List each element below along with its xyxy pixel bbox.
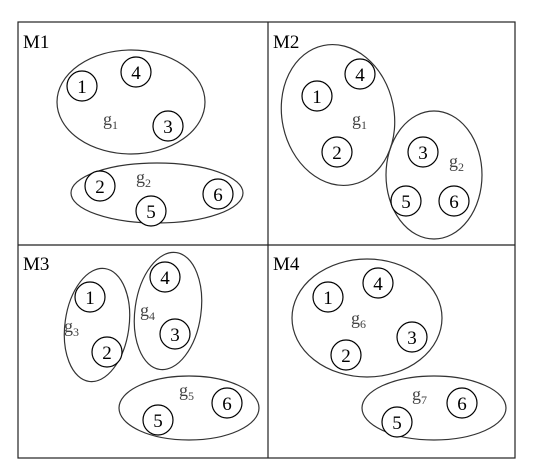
panel-label: M3: [23, 254, 49, 275]
node: 4: [362, 267, 394, 299]
svg-text:3: 3: [418, 143, 428, 164]
node: 3: [396, 321, 428, 353]
node: 5: [390, 185, 422, 217]
svg-text:1: 1: [77, 77, 87, 98]
node: 2: [330, 339, 362, 371]
svg-text:1: 1: [85, 288, 95, 309]
node: 3: [407, 136, 439, 168]
group-ellipse: [280, 43, 396, 187]
group-label: g5: [179, 380, 194, 403]
grid-frame: [17, 21, 516, 459]
panel-m4: M4 g6 g7 4 1 3 2 6 5: [273, 254, 507, 441]
node: 6: [438, 185, 470, 217]
group-label: g1: [103, 109, 118, 132]
group-label: g2: [449, 151, 464, 174]
svg-text:5: 5: [392, 413, 402, 434]
node: 6: [446, 387, 478, 419]
node: 1: [66, 70, 98, 102]
svg-text:2: 2: [341, 346, 351, 367]
group-label: g1: [352, 109, 367, 132]
node: 1: [312, 281, 344, 313]
svg-text:4: 4: [131, 63, 141, 84]
group-label: g4: [140, 300, 155, 323]
group-label: g3: [64, 316, 79, 339]
node: 6: [211, 387, 243, 419]
group-label: g6: [351, 308, 366, 331]
node: 5: [142, 404, 174, 436]
svg-text:1: 1: [323, 288, 333, 309]
svg-text:5: 5: [146, 202, 156, 223]
group-label: g2: [136, 167, 151, 190]
node: 2: [84, 170, 116, 202]
node: 2: [321, 136, 353, 168]
svg-text:6: 6: [449, 192, 459, 213]
node: 5: [135, 195, 167, 227]
node: 1: [301, 80, 333, 112]
node: 4: [344, 58, 376, 90]
group-label: g7: [412, 384, 427, 407]
svg-text:1: 1: [312, 87, 322, 108]
panel-m3: M3 g3 g4 g5 1 2 4 3 6 5: [23, 251, 260, 441]
node: 5: [381, 406, 413, 438]
svg-text:6: 6: [213, 185, 223, 206]
group-ellipse: [385, 110, 483, 240]
panel-m2: M2 g1 g2 4 1 2 3 5 6: [273, 32, 483, 240]
svg-text:4: 4: [355, 65, 365, 86]
node: 4: [149, 261, 181, 293]
node: 1: [74, 281, 106, 313]
node: 3: [152, 110, 184, 142]
svg-text:2: 2: [102, 343, 112, 364]
node: 2: [91, 336, 123, 368]
group-ellipse: [56, 49, 206, 155]
node: 6: [202, 178, 234, 210]
svg-text:3: 3: [407, 328, 417, 349]
group-ellipse: [118, 375, 260, 441]
group-ellipse: [291, 258, 443, 378]
svg-text:3: 3: [163, 117, 173, 138]
panel-label: M2: [273, 32, 299, 53]
svg-text:6: 6: [457, 394, 467, 415]
group-ellipse: [63, 267, 131, 383]
panel-m1: M1 g1 g2 1 4 3 2 5 6: [23, 32, 244, 227]
node: 3: [159, 318, 191, 350]
svg-text:4: 4: [373, 274, 383, 295]
svg-text:6: 6: [222, 394, 232, 415]
node: 4: [120, 56, 152, 88]
svg-text:5: 5: [153, 411, 163, 432]
panel-label: M1: [23, 32, 49, 53]
svg-text:4: 4: [160, 268, 170, 289]
svg-text:2: 2: [95, 177, 105, 198]
group-ellipse: [133, 251, 203, 371]
group-ellipse: [361, 375, 507, 441]
svg-text:3: 3: [170, 325, 180, 346]
panel-label: M4: [273, 254, 300, 275]
svg-text:5: 5: [401, 192, 411, 213]
svg-text:2: 2: [332, 143, 342, 164]
